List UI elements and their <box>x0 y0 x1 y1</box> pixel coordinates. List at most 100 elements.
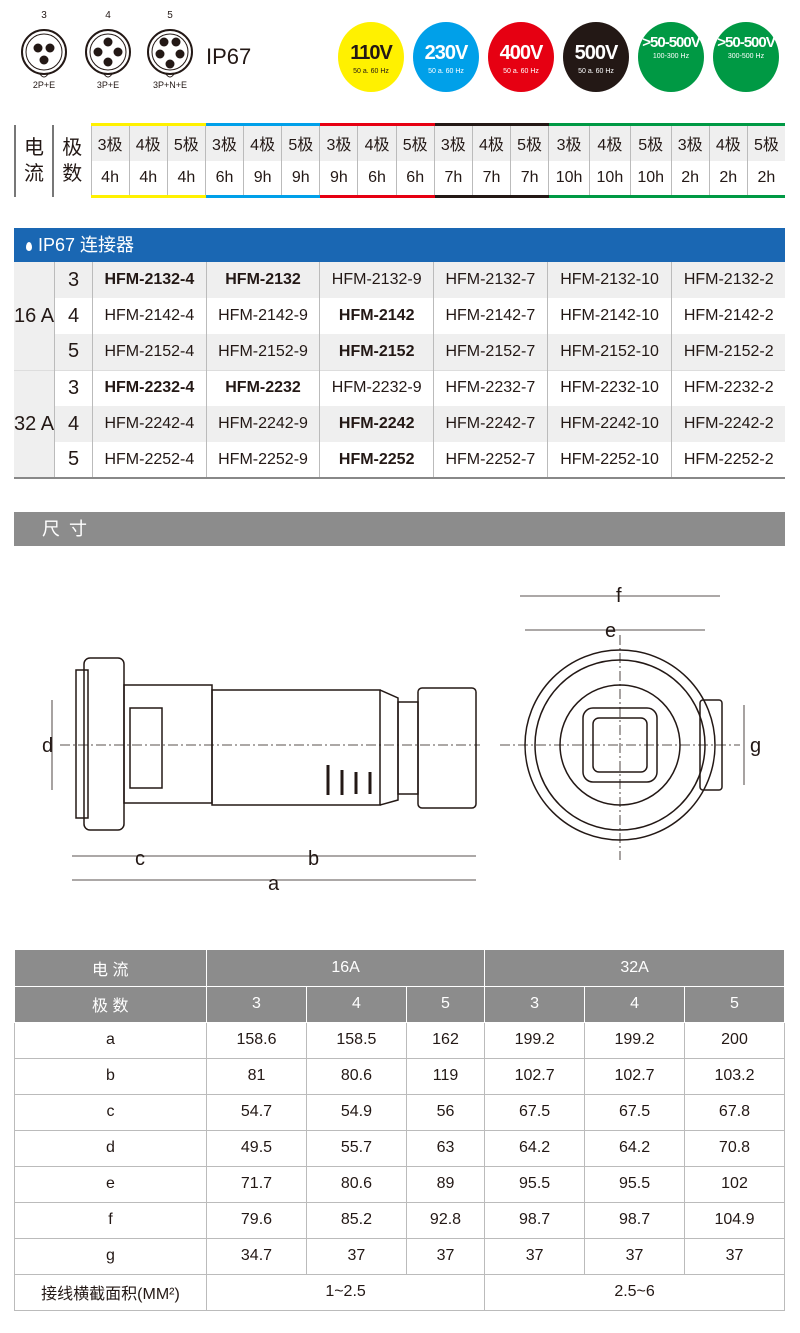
socket-3-pin: 3 2P+E <box>14 10 74 90</box>
model-cell: HFM-2242-2 <box>671 406 785 442</box>
pole-cell: 3极 <box>204 123 244 161</box>
model-cell: HFM-2242-9 <box>205 406 320 442</box>
dimension-value: 89 <box>405 1165 486 1203</box>
frequency: 50 a. 60 Hz <box>428 68 464 75</box>
pole-header: 3 <box>206 986 307 1023</box>
pole-cell: 5极 <box>629 123 672 161</box>
section-title: IP67 连接器 <box>38 235 135 255</box>
model-cell: HFM-2252-2 <box>671 442 785 478</box>
dimension-value: 63 <box>405 1129 486 1167</box>
dimension-value: 70.8 <box>684 1129 785 1167</box>
dimension-value: 79.6 <box>206 1201 307 1239</box>
dimension-drawing: d c b a f e g <box>42 585 761 895</box>
model-cell: HFM-2232-10 <box>546 370 672 406</box>
dimension-value: 200 <box>684 1021 785 1059</box>
poles-label: 极 数 <box>14 986 207 1023</box>
dimension-label: d <box>14 1129 207 1167</box>
clock-hour-cell: 4h <box>166 160 206 198</box>
clock-hour-cell: 7h <box>510 160 549 198</box>
pole-cell: 4 <box>54 406 93 442</box>
dimension-value: 102.7 <box>584 1057 685 1095</box>
dimension-value: 199.2 <box>584 1021 685 1059</box>
dimension-label: e <box>14 1165 207 1203</box>
current-label: 电流 <box>14 124 53 197</box>
clock-hour-cell: 2h <box>746 160 785 198</box>
ip-rating: IP67 <box>206 44 252 69</box>
pole-cell: 5极 <box>166 123 206 161</box>
pole-header: 5 <box>406 986 486 1023</box>
voltage-badge: 400V 50 a. 60 Hz <box>488 22 554 92</box>
dimension-value: 64.2 <box>484 1129 586 1167</box>
dim-label-f: f <box>616 585 622 607</box>
clock-hour-cell: 4h <box>128 160 168 198</box>
model-cell: HFM-2132 <box>205 262 320 298</box>
dimension-label: g <box>14 1237 207 1275</box>
pin-count: 3 <box>41 10 47 21</box>
frequency: 100-300 Hz <box>652 53 690 60</box>
dimension-value: 98.7 <box>484 1201 586 1239</box>
pole-cell: 5极 <box>281 123 320 161</box>
dimension-value: 37 <box>684 1237 785 1275</box>
clock-hour-cell: 9h <box>281 160 320 198</box>
pin-count: 4 <box>105 10 111 21</box>
socket-label: 2P+E <box>32 80 56 90</box>
pole-cell: 5 <box>54 334 93 370</box>
current-cell: 16 A <box>14 262 55 370</box>
frequency: 50 a. 60 Hz <box>353 68 389 75</box>
model-cell: HFM-2142-10 <box>546 298 672 334</box>
pole-cell: 5极 <box>746 123 785 161</box>
dimension-label: a <box>14 1021 207 1059</box>
socket-label: 3P+N+E <box>152 80 188 90</box>
dimension-value: 37 <box>484 1237 586 1275</box>
current-header: 32A <box>484 950 785 987</box>
dimension-value: 54.9 <box>305 1093 407 1131</box>
dimension-value: 34.7 <box>206 1237 307 1275</box>
dimension-value: 95.5 <box>484 1165 586 1203</box>
dimension-value: 80.6 <box>305 1165 407 1203</box>
pin-count: 5 <box>167 10 173 21</box>
current-label: 电 流 <box>14 950 207 987</box>
pole-header: 4 <box>584 986 685 1023</box>
model-cell: HFM-2152-9 <box>205 334 320 370</box>
current-header: 16A <box>206 950 486 987</box>
model-cell: HFM-2232-9 <box>319 370 434 406</box>
dimension-value: 56 <box>405 1093 486 1131</box>
pole-cell: 4 <box>54 298 93 334</box>
model-cell: HFM-2132-9 <box>319 262 434 298</box>
frequency: 50 a. 60 Hz <box>503 68 539 75</box>
dimension-value: 158.5 <box>305 1021 407 1059</box>
dimension-value: 54.7 <box>206 1093 307 1131</box>
dimension-label: f <box>14 1201 207 1239</box>
dim-label-g: g <box>750 735 761 757</box>
clock-hour-cell: 2h <box>670 160 710 198</box>
pole-cell: 4极 <box>471 123 511 161</box>
model-cell: HFM-2252 <box>319 442 434 478</box>
model-cell: HFM-2142-4 <box>92 298 207 334</box>
model-cell: HFM-2142 <box>319 298 434 334</box>
dimension-lines <box>51 595 745 881</box>
model-cell: HFM-2242-10 <box>546 406 672 442</box>
voltage-value: 400V <box>499 42 544 64</box>
model-cell: HFM-2152 <box>319 334 434 370</box>
dimension-label: b <box>14 1057 207 1095</box>
front-view <box>500 635 740 860</box>
dimension-value: 67.5 <box>584 1093 685 1131</box>
clock-hour-cell: 7h <box>433 160 473 198</box>
dimension-value: 67.8 <box>684 1093 785 1131</box>
frequency: 50 a. 60 Hz <box>578 68 614 75</box>
model-cell: HFM-2232-2 <box>671 370 785 406</box>
dimension-value: 158.6 <box>206 1021 307 1059</box>
